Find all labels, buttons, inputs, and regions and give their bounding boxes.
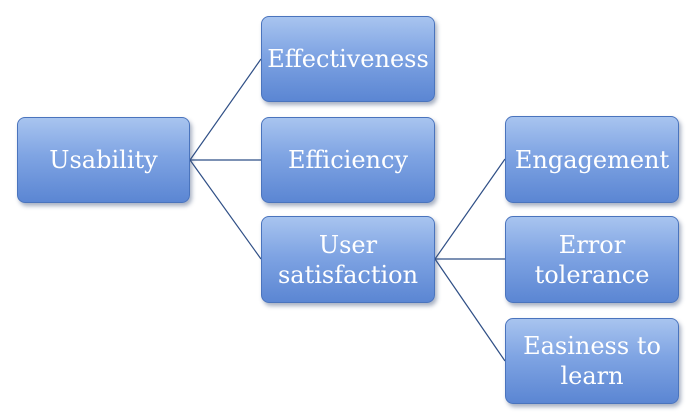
node-easiness-line-1: Easiness to [523, 332, 661, 360]
connector-user-satisfaction-easiness [434, 258, 506, 362]
node-error-tolerance-line-1: Error [558, 230, 626, 259]
connector-usability-user-satisfaction [189, 159, 262, 260]
node-engagement-label: Engagement [514, 145, 670, 174]
node-usability-label: Usability [49, 146, 158, 174]
connector-user-satisfaction-engagement [434, 158, 506, 260]
node-error-tolerance: Error tolerance [505, 216, 679, 303]
node-user-satisfaction-line-1: User [318, 230, 378, 259]
node-user-satisfaction-line-2: satisfaction [277, 260, 419, 289]
node-effectiveness: Effectiveness [261, 16, 435, 102]
node-easiness-to-learn: Easiness to learn [505, 318, 679, 404]
node-usability: Usability [17, 117, 190, 203]
node-efficiency-label: Efficiency [287, 146, 409, 174]
node-error-tolerance-line-2: tolerance [534, 260, 650, 289]
connector-usability-effectiveness [189, 58, 262, 161]
node-engagement: Engagement [505, 116, 679, 203]
node-easiness-line-2: learn [560, 362, 624, 390]
node-user-satisfaction: User satisfaction [261, 216, 435, 303]
node-effectiveness-label: Effectiveness [267, 45, 429, 73]
node-efficiency: Efficiency [261, 117, 435, 203]
